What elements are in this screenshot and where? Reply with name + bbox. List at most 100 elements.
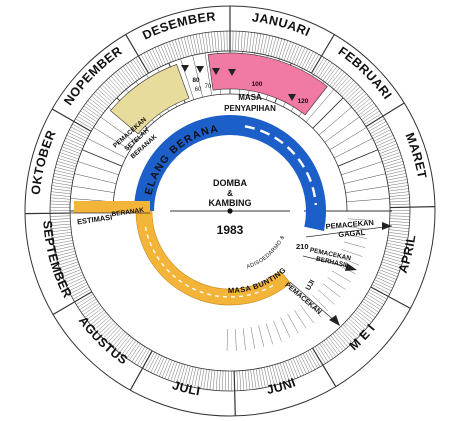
day-hatch-line	[368, 121, 387, 132]
day-hatch-line	[63, 271, 83, 280]
day-hatch-line	[52, 234, 72, 239]
day-hatch-line	[342, 324, 358, 339]
day-hatch-line	[272, 365, 278, 385]
day-hatch-line	[345, 86, 361, 101]
day-hatch-line	[205, 32, 209, 53]
day-hatch-line	[71, 286, 90, 297]
day-hatch-line	[79, 298, 97, 310]
day-tick	[337, 149, 378, 167]
day-hatch-line	[236, 370, 238, 391]
day-hatch-line	[220, 31, 222, 52]
day-hatch-line	[139, 349, 150, 367]
day-hatch-line	[115, 71, 129, 88]
day-hatch-line	[314, 346, 326, 364]
day-hatch-line	[84, 305, 102, 318]
day-hatch-line	[103, 82, 119, 97]
day-hatch-line	[291, 44, 300, 64]
day-hatch-line	[133, 59, 145, 77]
uji-pemacekan-label-2: PEMACEKAN	[283, 282, 322, 316]
day-hatch-line	[352, 314, 368, 328]
day-hatch-line	[70, 284, 88, 294]
day-hatch-line	[317, 345, 329, 362]
day-hatch-line	[92, 314, 108, 328]
day-tick	[77, 161, 119, 176]
day-hatch-line	[385, 167, 405, 173]
month-divider	[129, 350, 153, 391]
day-hatch-line	[146, 51, 156, 70]
day-hatch-line	[188, 366, 194, 387]
day-hatch-line	[195, 34, 201, 54]
day-hatch-line	[270, 36, 277, 57]
month-divider	[370, 286, 411, 309]
berhasil-arrow	[345, 263, 357, 271]
day-hatch-line	[52, 182, 73, 186]
day-hatch-line	[223, 31, 225, 52]
day-hatch-line	[286, 42, 294, 62]
day-hatch-line	[382, 258, 402, 266]
day-hatch-line	[305, 352, 315, 370]
day-hatch-line	[384, 164, 404, 170]
day-hatch-line	[381, 261, 401, 269]
day-hatch-line	[51, 229, 72, 233]
month-label-path: SEPTEMBER	[40, 220, 74, 300]
month-label: APRIL	[396, 234, 419, 275]
day-hatch-line	[339, 80, 354, 95]
day-hatch-line	[78, 113, 96, 125]
day-hatch-line	[150, 354, 160, 373]
day-hatch-line	[384, 251, 405, 257]
day-hatch-line	[189, 35, 195, 56]
day-hatch-line	[352, 95, 369, 109]
day-hatch-line	[122, 66, 135, 83]
beranak-label: BERANAK	[111, 207, 144, 218]
day-hatch-line	[385, 170, 406, 175]
day-hatch-line	[343, 84, 359, 99]
day-tick	[312, 97, 344, 129]
month-divider	[310, 34, 335, 74]
day-hatch-line	[257, 33, 262, 54]
day-hatch-line	[388, 232, 409, 236]
day-hatch-line	[238, 31, 240, 52]
minor-tick	[338, 256, 360, 266]
day-hatch-line	[331, 71, 345, 88]
month-label: MARET	[402, 131, 429, 180]
day-hatch-line	[151, 48, 161, 67]
day-hatch-line	[376, 137, 395, 147]
day-hatch-line	[337, 77, 352, 93]
minor-tick	[258, 325, 265, 347]
day-hatch-line	[373, 281, 392, 292]
day-hatch-line	[83, 105, 101, 118]
day-hatch-line	[177, 38, 185, 58]
day-hatch-line	[50, 200, 71, 203]
day-hatch-line	[56, 161, 77, 167]
day-hatch-line	[100, 322, 116, 337]
day-hatch-line	[341, 82, 357, 97]
minor-tick	[347, 218, 370, 221]
day-tick	[82, 149, 123, 167]
day-hatch-line	[388, 185, 409, 189]
month-divider	[233, 370, 236, 416]
day-hatch-line	[69, 129, 88, 139]
day-hatch-line	[64, 140, 83, 149]
day-hatch-line	[253, 369, 257, 390]
month-label-path: MARET	[402, 131, 428, 180]
day-hatch-line	[217, 31, 220, 52]
day-hatch-line	[51, 185, 72, 189]
minor-tick	[335, 263, 356, 274]
day-hatch-line	[182, 365, 188, 385]
day-hatch-line	[81, 300, 98, 313]
day-mark-210: 210	[296, 242, 309, 251]
day-hatch-line	[263, 367, 269, 387]
day-hatch-line	[386, 242, 407, 248]
day-hatch-line	[326, 338, 339, 355]
month-label: OKTOBER	[29, 128, 59, 195]
uji-line	[289, 281, 337, 323]
day-hatch-line	[57, 158, 78, 165]
day-hatch-line	[335, 75, 350, 92]
day-hatch-line	[62, 269, 82, 277]
day-hatch-line	[174, 39, 182, 59]
day-hatch-line	[52, 237, 73, 242]
minor-tick	[343, 241, 366, 248]
day-hatch-line	[299, 48, 309, 67]
day-hatch-line	[91, 95, 108, 109]
